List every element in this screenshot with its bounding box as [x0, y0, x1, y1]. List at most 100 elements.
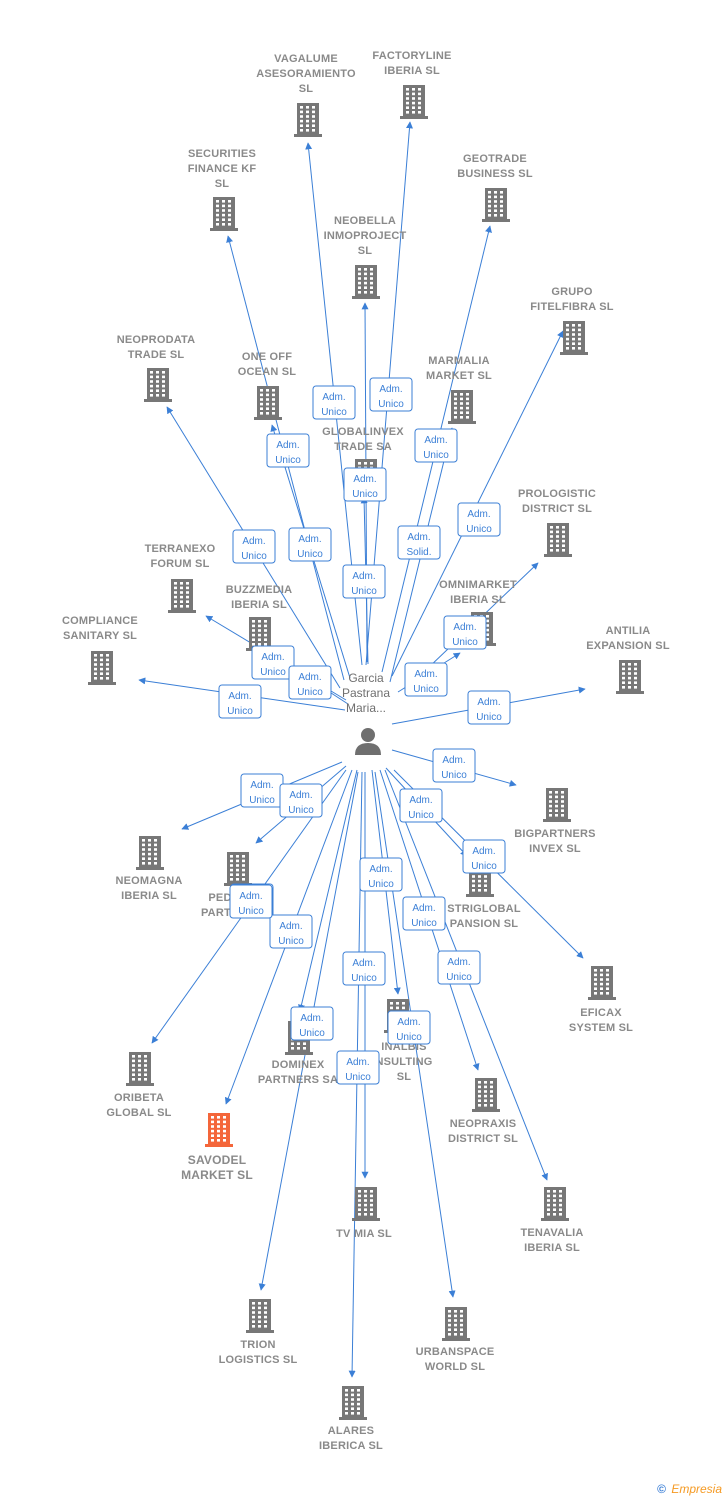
- building-icon: [400, 85, 428, 119]
- role-label-text: Unico: [278, 936, 304, 947]
- role-label-text: Unico: [466, 524, 492, 535]
- company-node-antilia[interactable]: ANTILIA EXPANSION SL: [586, 625, 670, 694]
- role-label-text: Unico: [249, 795, 275, 806]
- building-icon: [88, 651, 116, 685]
- role-label-vagalume: Adm.Unico: [312, 385, 356, 420]
- company-name-line: EXPANSION SL: [586, 640, 670, 652]
- center-name-line: Garcia: [348, 671, 384, 685]
- role-label-neomagna: Adm. Unico: [240, 773, 284, 808]
- company-name-line: INVEX SL: [529, 843, 581, 855]
- company-name-line: ASESORAMIENTO: [256, 68, 356, 80]
- role-label-text: Unico: [299, 1028, 325, 1039]
- role-label-text: Adm.: [353, 474, 376, 485]
- role-label-dominex: Adm.Unico: [269, 914, 313, 949]
- company-name-line: TRADE SA: [334, 441, 392, 453]
- role-label-text: Unico: [260, 667, 286, 678]
- company-name-line: GLOBAL SL: [106, 1107, 171, 1119]
- role-label-text: Adm.: [250, 780, 273, 791]
- building-icon: [448, 390, 476, 424]
- company-name-line: MARMALIA: [428, 355, 489, 367]
- building-icon: [126, 1052, 154, 1086]
- role-label-text: Unico: [351, 586, 377, 597]
- role-label-text: Adm.: [407, 532, 430, 543]
- company-name-line: PED: [208, 892, 231, 904]
- role-label-securities: Adm.Unico: [266, 433, 310, 468]
- role-label-terranexo: Adm. Unico: [251, 645, 295, 680]
- role-label-text: Unico: [476, 712, 502, 723]
- building-icon: [294, 103, 322, 137]
- company-name-line: TRION: [240, 1339, 275, 1351]
- center-name-line: Pastrana: [342, 686, 390, 700]
- role-label-text: Adm.: [228, 691, 251, 702]
- role-label-text: Unico: [413, 684, 439, 695]
- building-icon: [205, 1113, 233, 1147]
- company-name-line: FINANCE KF: [188, 163, 257, 175]
- company-name-line: ANTILIA: [606, 625, 651, 637]
- company-name-line: TERRANEXO: [145, 543, 216, 555]
- company-name-line: NEOPRAXIS: [450, 1118, 517, 1130]
- company-node-tvmia[interactable]: TV MIA SL: [336, 1187, 392, 1240]
- company-node-bigpartners[interactable]: BIGPARTNERS INVEX SL: [514, 788, 596, 855]
- company-name-line: IBERIA SL: [384, 65, 440, 77]
- company-name-line: COMPLIANCE: [62, 615, 138, 627]
- building-icon: [339, 1386, 367, 1420]
- edge-labels-layer: Adm.UnicoAdm.UnicoAdm.UnicoAdm.UnicoAdm.…: [218, 377, 511, 1085]
- building-icon: [588, 966, 616, 1000]
- role-label-text: Unico: [441, 770, 467, 781]
- company-name-line: NEOPRODATA: [117, 334, 196, 346]
- role-label-text: Unico: [411, 918, 437, 929]
- company-name-line: SAVODEL: [188, 1153, 247, 1167]
- company-name-line: OCEAN SL: [238, 366, 297, 378]
- role-label-text: Adm.: [298, 672, 321, 683]
- brand-name: Empresia: [671, 1482, 722, 1496]
- role-label-antilia: Adm.Unico: [467, 690, 511, 725]
- company-name-line: STRIGLOBAL: [447, 903, 521, 915]
- company-name-line: DISTRICT SL: [522, 503, 592, 515]
- role-label-factoryline: Adm.Unico: [369, 377, 413, 412]
- company-name-line: DOMINEX: [272, 1059, 325, 1071]
- company-name-line: MARKET SL: [181, 1168, 253, 1182]
- company-name-line: IBERICA SL: [319, 1440, 383, 1452]
- role-label-marmalia: Adm.Solid.: [397, 525, 441, 560]
- role-label-text: Unico: [452, 637, 478, 648]
- center-person-node[interactable]: Garcia Pastrana Maria...: [342, 671, 390, 755]
- company-name-line: INMOPROJECT: [324, 230, 407, 242]
- company-name-line: BUSINESS SL: [457, 168, 533, 180]
- role-label-text: Adm.: [442, 755, 465, 766]
- building-icon: [541, 1187, 569, 1221]
- role-label-text: Adm.: [261, 652, 284, 663]
- role-label-prologistic: Adm.Unico: [443, 615, 487, 650]
- company-name-line: URBANSPACE: [416, 1346, 495, 1358]
- role-label-text: Adm.: [369, 864, 392, 875]
- role-label-text: Adm.: [352, 958, 375, 969]
- company-name-line: BIGPARTNERS: [514, 828, 595, 840]
- role-label-trion: Adm.Unico: [290, 1006, 334, 1041]
- building-icon: [544, 523, 572, 557]
- company-name-line: IBERIA SL: [231, 599, 287, 611]
- role-label-text: Unico: [351, 973, 377, 984]
- building-icon: [144, 368, 172, 402]
